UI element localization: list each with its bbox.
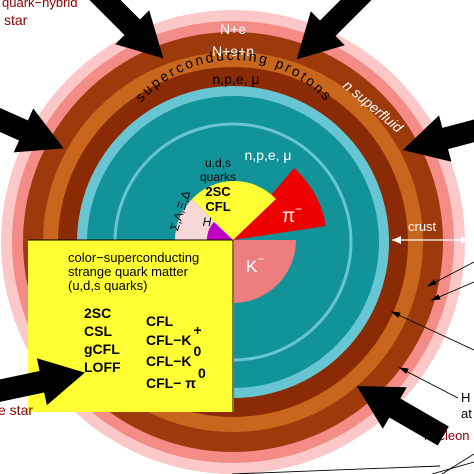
pointer-lines — [231, 261, 474, 474]
phase-cfl-pi-zero: CFL− π0 — [146, 365, 206, 391]
label-kaon: K− — [246, 252, 264, 276]
label-hyperon-star-partial-2: at — [461, 406, 472, 421]
label-uds-quarks-1: u,d,s — [205, 156, 231, 170]
core-desc-line3: (u,d,s quarks) — [68, 278, 147, 293]
phase-cfl-k-zero: CFL−K0 — [146, 343, 202, 369]
crust-dimension-arrow — [392, 236, 470, 244]
phase-gcfl: gCFL — [84, 341, 120, 357]
phase-2sc: 2SC — [84, 305, 111, 321]
label-n-e: N+e — [220, 21, 246, 37]
label-npe-mu-outer: n,p,e, μ — [213, 71, 260, 87]
label-pion: π− — [282, 202, 302, 227]
phase-cfl-k-plus: CFL−K+ — [146, 322, 202, 348]
core-desc-line1: color−superconducting — [68, 250, 199, 265]
arrow-bottom-left — [0, 358, 85, 406]
arrow-right — [402, 113, 474, 162]
phase-cfl: CFL — [146, 313, 174, 329]
arrow-top-left — [84, 0, 164, 59]
label-hyperon-star-partial: H — [461, 390, 470, 405]
label-quark-hybrid-star: star — [4, 12, 28, 28]
label-phase-2sc-top: 2SC — [205, 184, 231, 199]
h-dibaryon-sector — [206, 222, 233, 240]
label-strange-star: e star — [0, 402, 33, 418]
phase-csl: CSL — [84, 323, 112, 339]
label-phase-cfl-top: CFL — [205, 199, 230, 214]
arrow-bottom-right — [356, 386, 449, 446]
label-quark-hybrid: quark−hybrid — [2, 0, 78, 10]
phase-loff: LOFF — [84, 359, 121, 375]
label-h-dibaryon: H — [203, 215, 212, 229]
quark-core-sector — [192, 180, 276, 240]
label-npe-mu-inner: n,p,e, μ — [245, 147, 292, 163]
pion-condensate-sector — [233, 168, 326, 240]
kaon-condensate-sector — [233, 240, 296, 303]
arrow-top-right — [296, 0, 376, 60]
label-uds-quarks-2: quarks — [200, 170, 236, 184]
label-crust: crust — [408, 219, 437, 234]
label-n-e-n: N+e+n — [212, 43, 254, 59]
arrow-left — [0, 97, 64, 153]
core-desc-line2: strange quark matter — [68, 264, 189, 279]
